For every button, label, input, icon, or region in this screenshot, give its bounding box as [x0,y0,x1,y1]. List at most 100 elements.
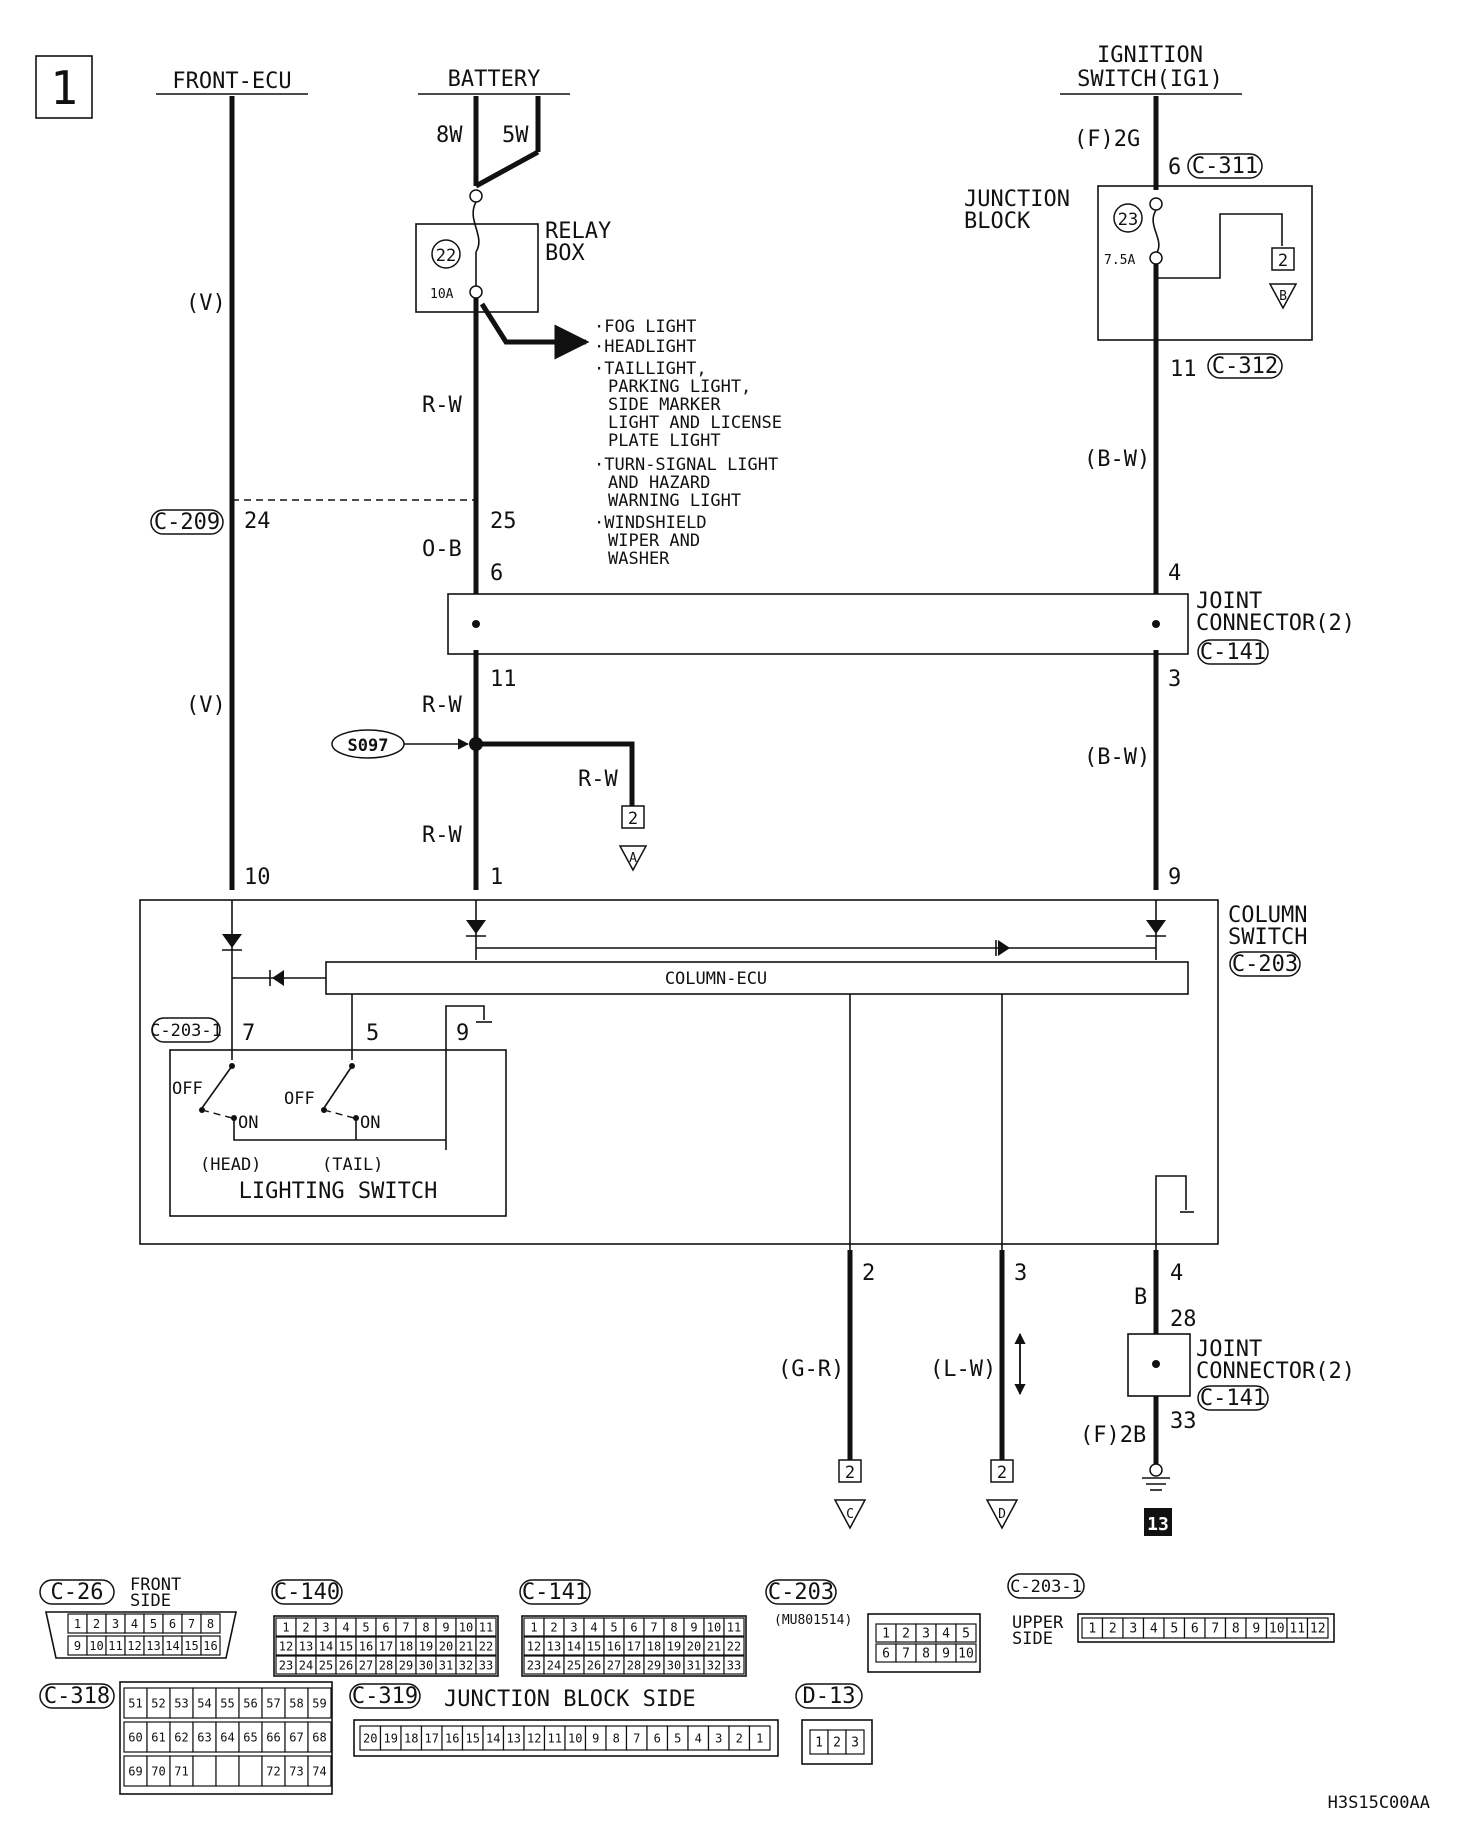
jc-top-title-l1: JOINT [1196,589,1262,614]
c319-pin-label: 3 [715,1731,722,1745]
c141-pin-label: 10 [707,1620,721,1634]
jc-top-connector-ref: C-141 [1200,640,1266,665]
c318-cell [307,1687,332,1719]
c140-ref: C-140 [274,1580,340,1605]
c319-pin-label: 1 [756,1731,763,1745]
c141-pin-label: 29 [647,1658,661,1672]
relay-fuse-number: 22 [436,246,456,266]
column-switch-title-l2: SWITCH [1228,925,1307,950]
c319-pin-label: 14 [486,1731,500,1745]
c141-pin-label: 32 [707,1658,721,1672]
tail-on-label: ON [360,1113,380,1133]
c140-pin-label: 8 [422,1620,429,1634]
c318-pin-label: 65 [243,1730,257,1744]
c2031-connector-ref: C-203-1 [150,1021,222,1041]
c319-title: JUNCTION BLOCK SIDE [444,1687,696,1712]
c318-pin-label: 55 [220,1696,234,1710]
page-number: 1 [50,61,78,115]
c2031-side-l1: UPPER [1012,1613,1064,1633]
c141-pin-label: 16 [607,1639,621,1653]
c141-cell [723,1617,745,1637]
d13-cell [845,1729,865,1755]
c203-connector-ref: C-203 [1232,952,1298,977]
ign-wire-bw-upper: (B-W) [1084,447,1150,472]
c141-pin-label: 28 [627,1658,641,1672]
jb-fuse-number: 23 [1118,210,1138,230]
c140-pin-label: 17 [379,1639,393,1653]
c141-cell [723,1636,745,1656]
c26-pin-label: 5 [150,1617,157,1631]
c311-connector-ref: C-311 [1192,154,1258,179]
c2031-pin-label: 10 [1269,1622,1285,1637]
c140-pin-label: 29 [399,1658,413,1672]
c140-pin-label: 10 [459,1620,473,1634]
c318-pin-label: 53 [174,1696,188,1710]
c140-pin-label: 5 [362,1620,369,1634]
c318-pin-label: 51 [128,1696,142,1710]
d13-shell [801,1719,873,1765]
c26-side-l1: FRONT [130,1575,181,1595]
column-switch-title-l1: COLUMN [1228,903,1307,928]
jb-fuse-rating: 7.5A [1104,253,1135,268]
c140-pin-label: 22 [479,1639,493,1653]
c319-pin-label: 7 [633,1731,640,1745]
load-fog-light: ·FOG LIGHT [594,317,696,337]
tail-label: (TAIL) [322,1155,383,1175]
c319-pin-label: 12 [527,1731,541,1745]
ignition-label-l1: IGNITION [1097,43,1203,68]
load-turn-signal-l3: WARNING LIGHT [608,491,741,511]
c319-pin-label: 10 [568,1731,582,1745]
c141-pin-label: 21 [707,1639,721,1653]
c26-pin-label: 16 [203,1639,217,1653]
c140-pin-label: 31 [439,1658,453,1672]
lighting-switch-title: LIGHTING SWITCH [239,1179,438,1204]
front-ecu-label: FRONT-ECU [172,69,291,94]
front-ecu-wire-color-lower: (V) [186,693,226,718]
c141-pin-label: 9 [690,1620,697,1634]
tail-off-label: OFF [284,1089,315,1109]
column-ecu-label: COLUMN-ECU [665,969,767,989]
c318-pin-label: 72 [266,1764,280,1778]
c203-pin-label: 2 [902,1627,910,1642]
output-c-box: 2 [845,1463,855,1483]
output-wire-c: 2 (G-R) 2 C [778,1250,875,1530]
c203-shell [867,1613,981,1673]
c319-pin-label: 4 [695,1731,702,1745]
c26-pin-label: 8 [207,1617,214,1631]
load-turn-signal-l1: ·TURN-SIGNAL LIGHT [594,455,778,475]
c2031-pin-label: 12 [1310,1622,1326,1637]
c141-pin-label: 33 [727,1658,741,1672]
c140-pin-label: 18 [399,1639,413,1653]
column-switch-internal-wiring [222,900,1194,1250]
c318-pin-label: 68 [312,1730,326,1744]
c26-pin-label: 7 [188,1617,195,1631]
c318-pin-label: 60 [128,1730,142,1744]
c319-pin-label: 16 [445,1731,459,1745]
c319-pin-label: 19 [384,1731,398,1745]
c203-view-ref: C-203 [768,1580,834,1605]
c318-pin-label: 61 [151,1730,165,1744]
c2031-pin-label: 1 [1088,1622,1096,1637]
jc-top-title-l2: CONNECTOR(2) [1196,611,1355,636]
c140-pin-label: 11 [479,1620,493,1634]
ground-wire-b: B [1134,1285,1147,1310]
c141-pin-label: 30 [667,1658,681,1672]
c319-pin-label: 6 [654,1731,661,1745]
c141-pin-label: 27 [607,1658,621,1672]
load-taillight-l3: SIDE MARKER [608,395,721,415]
c141-cell [723,1655,745,1675]
c318-cell [307,1721,332,1753]
relay-loads-list: ·FOG LIGHT ·HEADLIGHT ·TAILLIGHT, PARKIN… [594,317,782,569]
c141-pin-label: 22 [727,1639,741,1653]
front-ecu-wire: (V) (V) C-209 24 10 [150,96,271,890]
output-c-pin: 2 [862,1261,875,1286]
battery-wire: 8W 5W RELAY BOX 22 10A R-W 25 O-B 6 11 R… [331,96,648,890]
battery-wire-ob: O-B [422,537,462,562]
jc-pin-6: 6 [490,561,503,586]
c26-pin-label: 9 [74,1639,81,1653]
